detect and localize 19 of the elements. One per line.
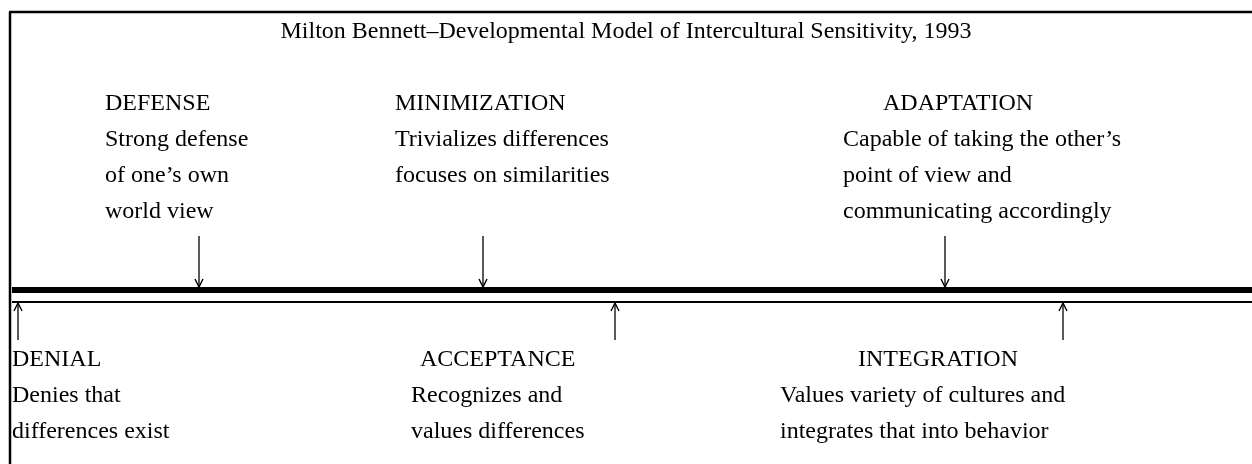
arrow — [940, 235, 950, 288]
arrow — [13, 302, 23, 341]
stage-description: Denies that differences exist — [12, 380, 171, 445]
title: Milton Bennett–Developmental Model of Intercultural Sensitivity, 1993 — [279, 16, 973, 45]
arrow — [610, 302, 620, 341]
stage-heading: ADAPTATION — [883, 88, 1035, 117]
stage-description: Capable of taking the other’s point of view and communicating accordingly — [843, 124, 1123, 225]
stage-heading: ACCEPTANCE — [420, 344, 577, 373]
stage-heading: DEFENSE — [105, 88, 212, 117]
stage-description: Strong defense of one’s own world view — [105, 124, 250, 225]
stage-heading: MINIMIZATION — [395, 88, 567, 117]
stage-description: Recognizes and values differences — [411, 380, 586, 445]
stage-description: Trivializes differences focuses on similarities — [395, 124, 611, 189]
stage-heading: DENIAL — [12, 344, 103, 373]
arrow — [194, 235, 204, 288]
arrow — [478, 235, 488, 288]
stage-heading: INTEGRATION — [858, 344, 1019, 373]
stage-description: Values variety of cultures and integrates that into behavior — [780, 380, 1067, 445]
arrow — [1058, 302, 1068, 341]
